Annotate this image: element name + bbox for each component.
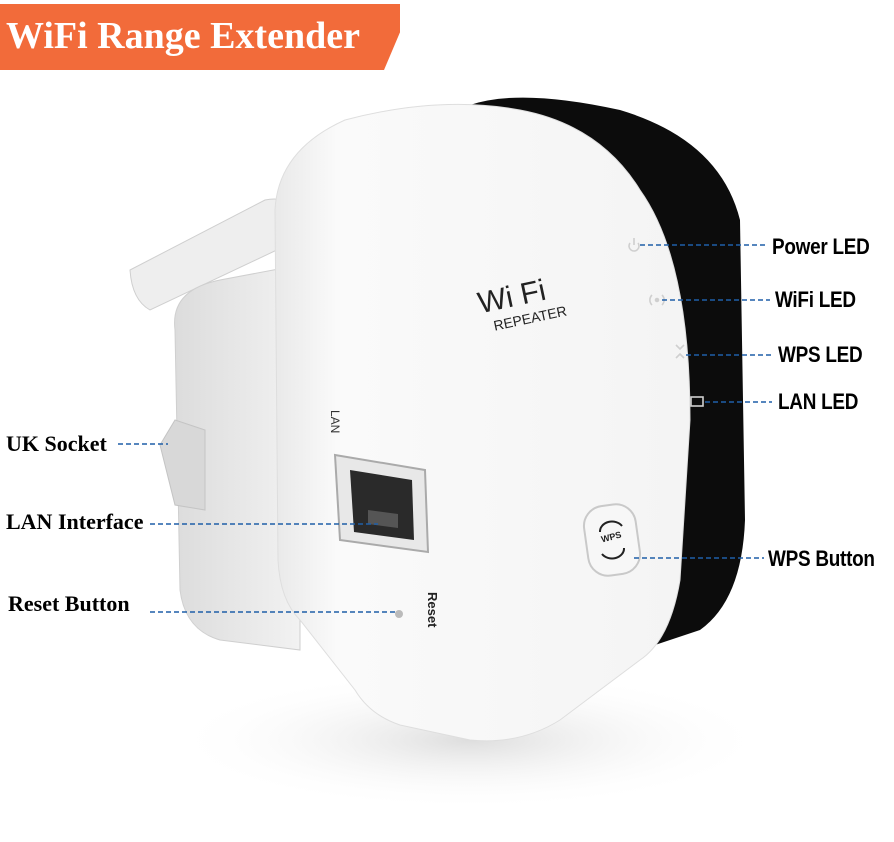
callout-uk-socket: UK Socket [6,431,107,456]
reset-hole [395,610,403,618]
lan-port-label: LAN [328,410,342,434]
uk-plug [129,198,301,651]
power-icon [628,238,640,252]
extender-body [274,103,691,742]
callout-lan-led: LAN LED [778,389,859,414]
title-banner-shape [0,4,400,70]
lan-port-icon [690,396,704,407]
callout-reset-button: Reset Button [8,591,130,616]
callout-wifi-led: WiFi LED [775,287,856,312]
callout-wps-button: WPS Button [768,546,875,571]
lan-port [333,453,430,554]
callout-lan-interface: LAN Interface [6,509,144,534]
callout-wps-led: WPS LED [778,342,863,367]
callout-lines [118,244,772,613]
wps-button [582,503,642,577]
wps-arrows-icon [675,344,685,359]
title-banner: WiFi Range Extender [6,15,360,57]
reset-label: Reset [425,592,440,628]
callout-power-led: Power LED [772,234,870,259]
